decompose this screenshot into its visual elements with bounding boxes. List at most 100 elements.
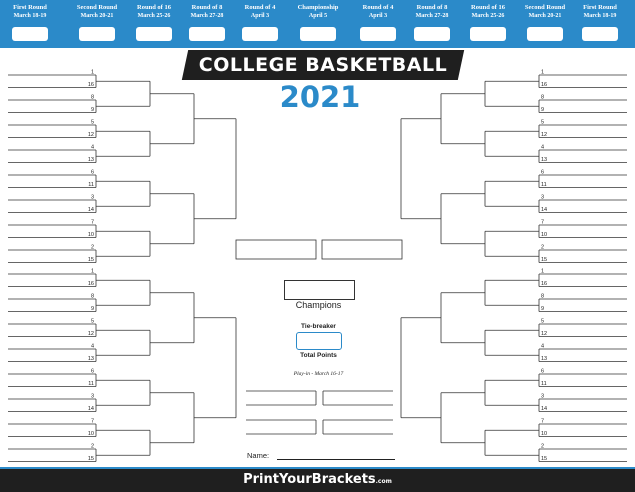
date-box[interactable] [79, 27, 115, 41]
seed-number: 2 [541, 444, 544, 450]
seed-number: 9 [91, 306, 94, 312]
champions-label: Champions [295, 300, 342, 310]
round-name: First Round [13, 4, 47, 11]
date-box[interactable] [582, 27, 618, 41]
seed-number: 14 [541, 406, 547, 412]
seed-number: 11 [541, 182, 547, 188]
round-name: Championship [297, 4, 339, 11]
seed-number: 9 [541, 107, 544, 113]
round-name: First Round [583, 4, 617, 11]
final-four-slot-right[interactable] [321, 239, 403, 260]
seed-number: 11 [88, 182, 94, 188]
seed-number: 16 [541, 281, 547, 287]
seed-number: 15 [88, 456, 94, 462]
seed-number: 4 [541, 145, 544, 151]
date-box[interactable] [360, 27, 396, 41]
seed-number: 13 [88, 356, 94, 362]
round-date: April 3 [250, 13, 270, 19]
seed-number: 10 [541, 232, 547, 238]
seed-number: 2 [91, 245, 94, 251]
seed-number: 4 [541, 344, 544, 350]
round-date: April 3 [368, 13, 388, 19]
seed-number: 14 [88, 207, 94, 213]
seed-number: 7 [541, 419, 544, 425]
seed-number: 10 [541, 431, 547, 437]
seed-number: 8 [541, 95, 544, 101]
round-header: Round of 4 April 3 [352, 0, 404, 20]
round-name: Round of 4 [362, 4, 394, 11]
seed-number: 1 [91, 70, 94, 76]
seed-number: 3 [541, 394, 544, 400]
seed-number: 15 [88, 257, 94, 263]
round-name: Round of 8 [191, 4, 223, 11]
seed-number: 13 [541, 356, 547, 362]
total-points-label: Total Points [300, 352, 337, 359]
seed-number: 14 [541, 207, 547, 213]
footer-bar [0, 469, 635, 492]
seed-number: 6 [541, 170, 544, 176]
round-date: March 20-21 [528, 13, 562, 19]
seed-number: 16 [88, 281, 94, 287]
seed-number: 12 [541, 331, 547, 337]
seed-number: 15 [541, 456, 547, 462]
seed-number: 12 [541, 132, 547, 138]
final-four-slot-left[interactable] [235, 239, 317, 260]
seed-number: 4 [91, 344, 94, 350]
date-box[interactable] [470, 27, 506, 41]
seed-number: 5 [541, 120, 544, 126]
seed-number: 16 [88, 82, 94, 88]
seed-number: 3 [91, 394, 94, 400]
seed-number: 7 [91, 220, 94, 226]
round-name: Second Round [524, 4, 566, 11]
seed-number: 2 [541, 245, 544, 251]
round-name: Round of 16 [137, 4, 171, 11]
seed-number: 10 [88, 431, 94, 437]
round-date: April 5 [308, 13, 328, 19]
seed-number: 12 [88, 132, 94, 138]
seed-number: 11 [88, 381, 94, 387]
tiebreaker-label: Tie-breaker [301, 323, 336, 330]
playin-label: Play-in - March 16-17 [293, 371, 344, 377]
date-box[interactable] [136, 27, 172, 41]
seed-number: 10 [88, 232, 94, 238]
seed-number: 5 [541, 319, 544, 325]
date-box[interactable] [300, 27, 336, 41]
name-field[interactable] [277, 459, 395, 460]
round-name: Round of 8 [416, 4, 448, 11]
seed-number: 1 [91, 269, 94, 275]
date-box[interactable] [527, 27, 563, 41]
seed-number: 5 [91, 319, 94, 325]
date-box[interactable] [189, 27, 225, 41]
seed-number: 3 [541, 195, 544, 201]
date-box[interactable] [12, 27, 48, 41]
seed-number: 16 [541, 82, 547, 88]
seed-number: 9 [541, 306, 544, 312]
name-label: Name: [247, 451, 270, 460]
seed-number: 2 [91, 444, 94, 450]
date-box[interactable] [414, 27, 450, 41]
seed-number: 15 [541, 257, 547, 263]
seed-number: 1 [541, 269, 544, 275]
tiebreaker-field[interactable] [296, 332, 342, 350]
seed-number: 8 [91, 294, 94, 300]
seed-number: 6 [91, 369, 94, 375]
seed-number: 1 [541, 70, 544, 76]
seed-number: 13 [541, 157, 547, 163]
round-date: March 18-19 [583, 13, 617, 19]
page-title: COLLEGE BASKETBALL [198, 54, 448, 76]
round-name: Round of 16 [471, 4, 505, 11]
seed-number: 8 [91, 95, 94, 101]
round-date: March 18-19 [13, 13, 47, 19]
seed-number: 7 [91, 419, 94, 425]
footer-brand-name: PrintYourBrackets [243, 472, 376, 487]
champion-field[interactable] [284, 280, 355, 300]
round-date: March 20-21 [80, 13, 114, 19]
date-box[interactable] [242, 27, 278, 41]
